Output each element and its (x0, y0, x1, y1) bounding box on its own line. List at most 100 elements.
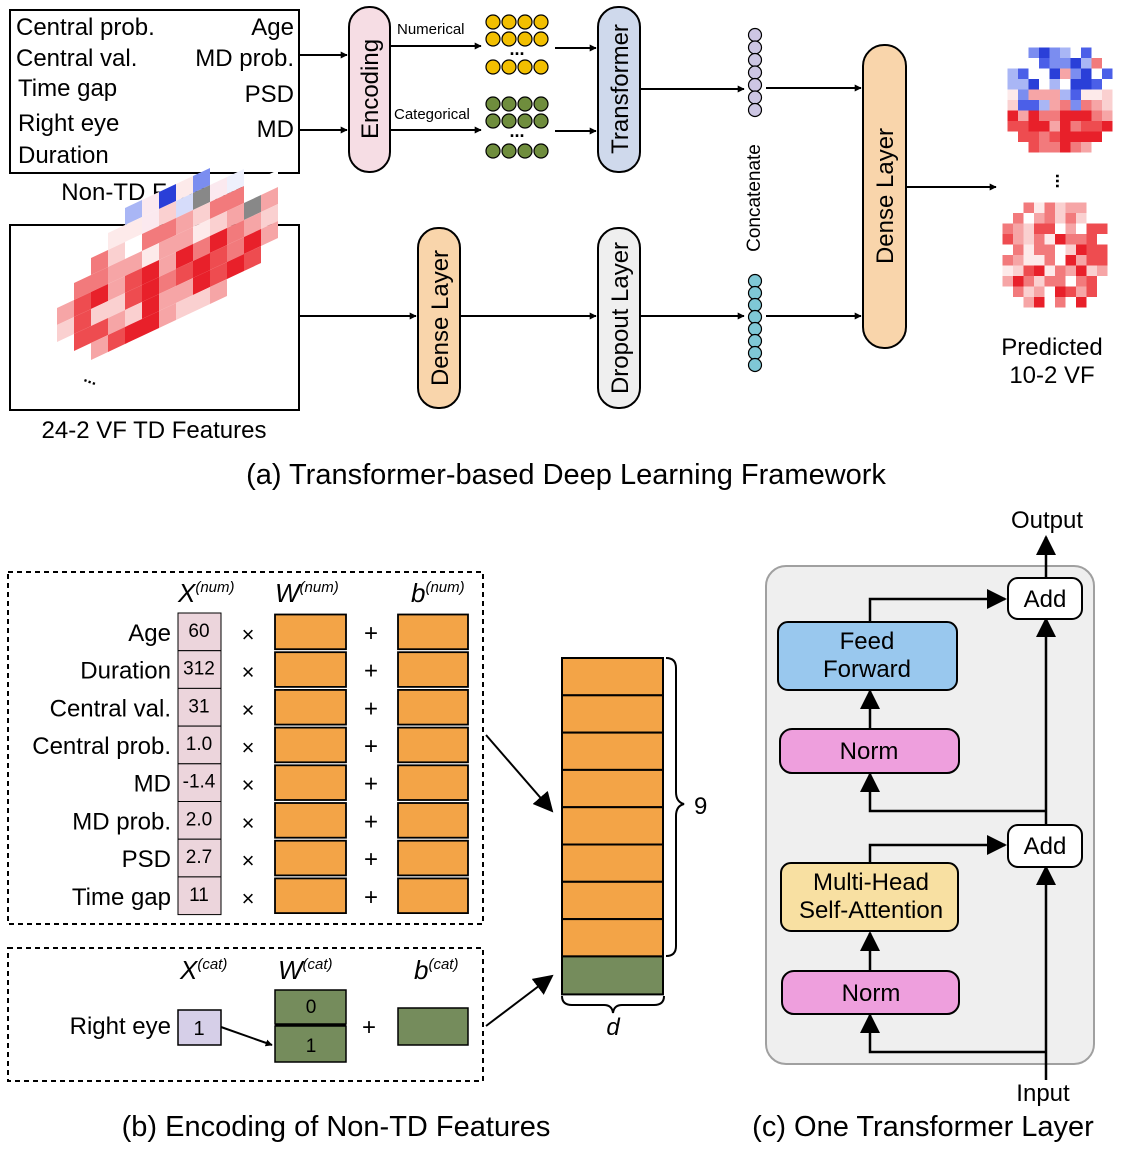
mhsa-label-line2: Self-Attention (799, 897, 943, 924)
predicted-vf-cell (1076, 286, 1087, 297)
predicted-vf-cell (1044, 234, 1055, 245)
predicted-vf-cell (1049, 110, 1060, 121)
predicted-vf-cell (1055, 223, 1066, 234)
predicted-vf-cell (1055, 213, 1066, 224)
predicted-vf-cell (1065, 276, 1076, 287)
predicted-vf-cell (1044, 276, 1055, 287)
predicted-vf-cell (1028, 131, 1039, 142)
predicted-vf-cell (1065, 223, 1076, 234)
plus-symbol: + (364, 620, 378, 647)
predicted-vf-cell (1044, 297, 1055, 308)
encoding-block (348, 6, 391, 173)
predicted-vf-cell (1081, 79, 1092, 90)
td-heatmap-cell (210, 279, 227, 304)
numerical-headers: X(num) W(num) b(num) (177, 578, 465, 608)
td-heatmap-cell (261, 187, 278, 212)
predicted-vf-cell (1049, 142, 1060, 153)
concatenate-label: Concatenate (744, 144, 765, 252)
predicted-vf-cell (1007, 79, 1018, 90)
panel-c-caption: (c) One Transformer Layer (752, 1111, 1094, 1143)
x-cat-header: X(cat) (179, 955, 227, 985)
td-heatmap-cell (261, 170, 278, 195)
non-td-item: Central prob. (16, 14, 155, 41)
predicted-vf-cell (1102, 68, 1113, 79)
predicted-vf-cell (1039, 131, 1050, 142)
predicted-vf-cell (1055, 276, 1066, 287)
categorical-node (517, 113, 533, 129)
predicted-vf-cell (1076, 244, 1087, 255)
predicted-vf-cell (1049, 89, 1060, 100)
predicted-vf-cell (1102, 79, 1113, 90)
td-heatmap-cell (159, 286, 176, 311)
predicted-vf-cell (1060, 58, 1071, 69)
predicted-vf-cell (1039, 79, 1050, 90)
predicted-vf-cell (1091, 110, 1102, 121)
predicted-vf-cell (1007, 110, 1018, 121)
x-num-cell (177, 650, 222, 689)
predicted-vf-cell (1102, 100, 1113, 111)
predicted-vf-cell (1055, 297, 1066, 308)
b-num-cell (397, 839, 469, 877)
predicted-vf-cell (1070, 47, 1081, 58)
predicted-vf-cell (1002, 223, 1013, 234)
concat-node (747, 345, 763, 361)
predicted-vf-cell (1076, 265, 1087, 276)
predicted-vf-cell (1049, 58, 1060, 69)
td-features-label: 24-2 VF TD Features (42, 417, 267, 444)
td-heatmap-cell (210, 245, 227, 270)
predicted-vf-cell (1065, 297, 1076, 308)
predicted-vf-cell (1034, 213, 1045, 224)
td-heatmap-cell (193, 236, 210, 261)
predicted-vf-cell (1060, 68, 1071, 79)
predicted-vf-cell (1034, 244, 1045, 255)
predicted-vf-cell (1076, 234, 1087, 245)
mhsa-label-line1: Multi-Head (813, 869, 929, 896)
embedding-row-numerical (561, 694, 664, 734)
numerical-feature-name: PSD (122, 846, 171, 873)
predicted-vf-cell (1028, 79, 1039, 90)
numerical-node (485, 59, 501, 75)
predicted-vf-cell (1028, 89, 1039, 100)
td-heatmap-cell (108, 276, 125, 301)
predicted-vf-cell (1034, 276, 1045, 287)
td-heatmap-cell (176, 295, 193, 320)
numerical-node (517, 31, 533, 47)
predicted-vf-cell (1055, 265, 1066, 276)
predicted-vf-cell (1023, 255, 1034, 266)
feed-forward-label-line2: Forward (823, 656, 911, 683)
predicted-vf-cell (1023, 234, 1034, 245)
predicted-vf-cell (1039, 68, 1050, 79)
plus-symbol: + (364, 846, 378, 873)
predicted-vf-cell (1060, 110, 1071, 121)
td-heatmap-cell (125, 200, 142, 225)
predicted-vf-cell (1055, 202, 1066, 213)
plus-symbol: + (364, 771, 378, 798)
td-heatmap-cell (142, 294, 159, 319)
w-num-header: W(num) (275, 578, 339, 608)
cat-plus: + (362, 1014, 376, 1041)
concat-node (747, 90, 763, 105)
td-heatmap-cell (74, 275, 91, 300)
predicted-vf-cell (1034, 297, 1045, 308)
td-heatmap-cell (142, 192, 159, 217)
predicted-vf-cell (1039, 142, 1050, 153)
predicted-vf-cell (1086, 255, 1097, 266)
td-heatmap-cell (227, 186, 244, 211)
w-num-cell (274, 802, 347, 839)
td-heatmap-cell (210, 194, 227, 219)
panel-a: Central prob. Central val. Time gap Righ… (9, 6, 1113, 491)
panel-c: Add Feed Forward Norm Add Multi-Head Sel… (752, 507, 1095, 1143)
multi-head-attention-block (780, 862, 959, 932)
predicted-vf-cell (1102, 89, 1113, 100)
categorical-node (501, 96, 517, 112)
td-heatmap-cell (108, 225, 125, 250)
predicted-vf-cell (1028, 68, 1039, 79)
w-num-cell (274, 877, 347, 915)
x-num-value: 31 (188, 696, 209, 717)
predicted-vf-cell (1049, 79, 1060, 90)
td-heatmap-cell (244, 212, 261, 237)
concat-node (747, 27, 763, 43)
td-heatmap-cell (91, 284, 108, 309)
